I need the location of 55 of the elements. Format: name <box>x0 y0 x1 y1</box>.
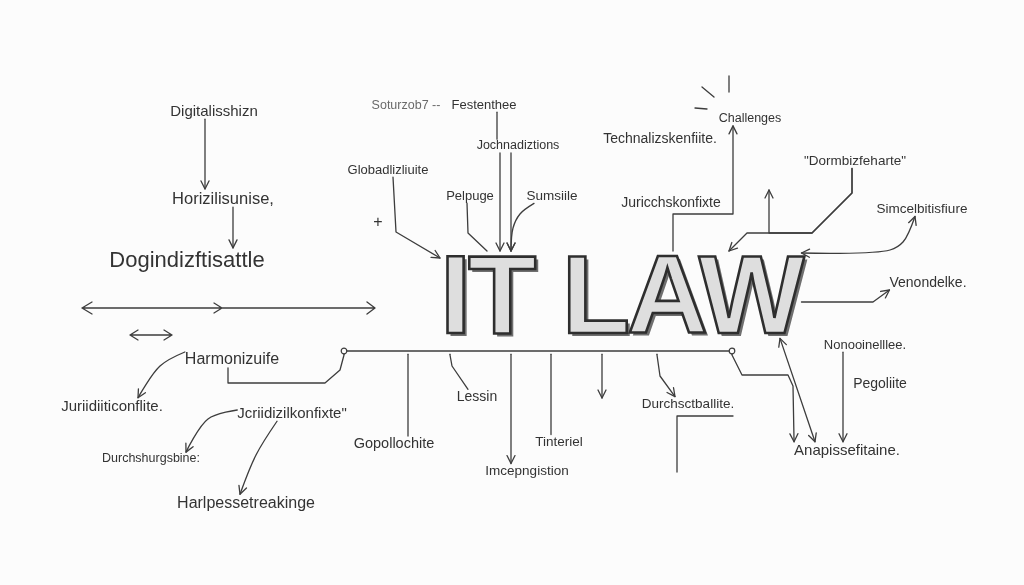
arrow <box>495 152 505 252</box>
arrow <box>672 125 738 252</box>
arrow <box>200 118 210 190</box>
outlined-heading: IT LAW <box>440 251 802 339</box>
connector-line <box>466 202 488 252</box>
arrow <box>800 215 917 258</box>
arrow <box>597 354 607 399</box>
connector-line <box>550 354 552 436</box>
arrow <box>764 167 853 234</box>
connector-line <box>407 354 409 437</box>
concept-text: Imcepngistion <box>485 463 569 479</box>
arrow <box>506 354 516 465</box>
concept-text: Nonooinelllee. <box>823 337 907 353</box>
arrow <box>731 354 799 443</box>
concept-text: Lessin <box>456 389 498 405</box>
concept-text: Durchshurgsbine: <box>102 452 200 466</box>
concept-text: Sumsiile <box>526 188 578 204</box>
connector-line <box>496 111 498 140</box>
annotation-text: Juricchskonfixte <box>621 195 721 211</box>
concept-text: Anapissefitaine. <box>794 441 900 459</box>
concept-text: Harlpessetreakinge <box>177 494 315 512</box>
arrow <box>392 176 441 259</box>
annotation-text: Soturzob7 -- <box>371 99 441 113</box>
arrow <box>506 202 535 252</box>
concept-text: Challenges <box>718 112 782 126</box>
concept-text: Jochnadiztions <box>476 139 560 153</box>
plus-mark: + <box>373 213 383 231</box>
arrow <box>778 337 817 443</box>
edge-label: Pegoliite <box>851 376 909 392</box>
concept-text: Harmonizuife <box>184 350 280 368</box>
connector-line <box>227 354 345 384</box>
arrow <box>800 289 891 303</box>
concept-text: Pelpuge <box>446 188 494 204</box>
concept-text: Juriidiiticonflite. <box>61 397 163 415</box>
connector-line <box>449 354 469 390</box>
concept-text: Durchsctballite. <box>641 396 735 412</box>
concept-text: Gopollochite <box>353 436 435 452</box>
concept-text: Dogindizftisattle <box>109 247 265 273</box>
arrow <box>238 420 278 495</box>
concept-text: "Dormbizfeharte" <box>804 153 906 169</box>
concept-text: Simcelbitisfiure <box>876 201 968 217</box>
concept-text: Venondelke. <box>889 275 967 291</box>
annotation-text: Technalizskenfiite. <box>603 131 717 147</box>
concept-text: Globadlizliuite <box>347 162 429 178</box>
concept-text: Jcriidizilkonfixte" <box>237 404 347 422</box>
arrow <box>656 354 676 398</box>
concept-text: Digitalisshizn <box>170 102 258 120</box>
timeline-line <box>340 347 736 355</box>
concept-text: Horizilisunise, <box>172 188 274 208</box>
arrow <box>228 206 238 249</box>
concept-text: Festenthee <box>451 97 517 113</box>
arrow <box>185 409 238 453</box>
arrow <box>137 351 186 399</box>
arrow <box>838 351 848 443</box>
concept-text: Tinteriel <box>535 434 583 450</box>
